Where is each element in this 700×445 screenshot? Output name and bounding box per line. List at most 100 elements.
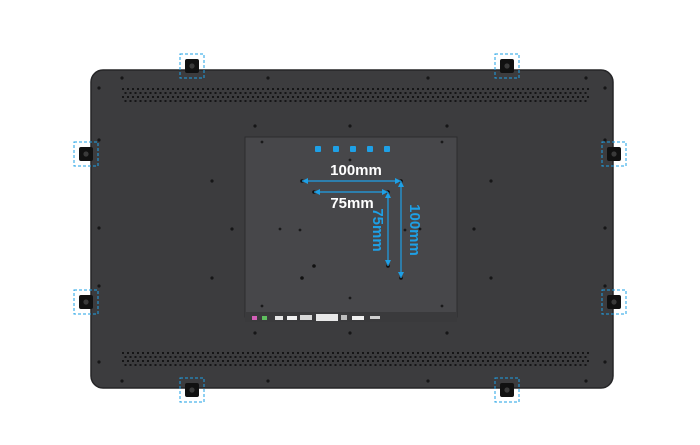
screw-icon bbox=[348, 331, 352, 335]
vent-slot bbox=[319, 100, 322, 102]
vent-slot bbox=[257, 88, 259, 90]
screw-icon bbox=[253, 331, 257, 335]
vent-slot bbox=[292, 96, 294, 98]
vent-slot bbox=[569, 92, 572, 94]
vent-slot bbox=[464, 364, 467, 366]
vent-slot bbox=[334, 356, 337, 358]
vent-slot bbox=[342, 88, 344, 90]
vent-slot bbox=[414, 100, 417, 102]
vent-slot bbox=[444, 364, 447, 366]
vent-slot bbox=[489, 364, 492, 366]
vent-slot bbox=[239, 364, 242, 366]
vent-slot bbox=[219, 356, 222, 358]
vent-slot bbox=[159, 100, 162, 102]
vent-slot bbox=[222, 96, 224, 98]
vent-slot bbox=[472, 352, 474, 354]
vent-slot bbox=[337, 360, 339, 362]
vent-slot bbox=[457, 96, 459, 98]
vent-slot bbox=[132, 96, 134, 98]
vent-slot bbox=[534, 92, 537, 94]
vent-slot bbox=[322, 352, 324, 354]
vent-slot bbox=[167, 360, 169, 362]
vent-slot bbox=[539, 92, 542, 94]
vent-slot bbox=[159, 92, 162, 94]
dim-label-h100: 100mm bbox=[330, 162, 382, 179]
screw-icon bbox=[278, 227, 282, 231]
bracket-outline bbox=[494, 377, 520, 403]
vent-slot bbox=[179, 356, 182, 358]
vent-slot bbox=[494, 100, 497, 102]
dim-label-h75: 75mm bbox=[330, 195, 373, 212]
vent-slot bbox=[444, 92, 447, 94]
vent-slot bbox=[259, 100, 262, 102]
vent-slot bbox=[374, 100, 377, 102]
port-usb-1 bbox=[275, 316, 283, 320]
vent-slot bbox=[347, 360, 349, 362]
vent-slot bbox=[572, 352, 574, 354]
vent-slot bbox=[252, 352, 254, 354]
vent-slot bbox=[164, 356, 167, 358]
vent-slot bbox=[249, 100, 252, 102]
vent-slot bbox=[579, 92, 582, 94]
vent-slot bbox=[432, 96, 434, 98]
vent-slot bbox=[567, 88, 569, 90]
vent-slot bbox=[549, 364, 552, 366]
vent-slot bbox=[527, 96, 529, 98]
vent-slot bbox=[149, 100, 152, 102]
vent-slot bbox=[427, 88, 429, 90]
vent-slot bbox=[354, 356, 357, 358]
vent-slot bbox=[242, 352, 244, 354]
vent-slot bbox=[219, 364, 222, 366]
vent-slot bbox=[154, 100, 157, 102]
vent-slot bbox=[394, 92, 397, 94]
vent-slot bbox=[287, 352, 289, 354]
vent-grid-bottom bbox=[122, 352, 589, 366]
vent-slot bbox=[422, 352, 424, 354]
vent-slot bbox=[334, 92, 337, 94]
vent-slot bbox=[432, 88, 434, 90]
vent-slot bbox=[584, 364, 587, 366]
vent-slot bbox=[549, 100, 552, 102]
vent-slot bbox=[552, 352, 554, 354]
vent-slot bbox=[479, 100, 482, 102]
vent-slot bbox=[332, 88, 334, 90]
vent-slot bbox=[142, 352, 144, 354]
vent-slot bbox=[332, 352, 334, 354]
vent-slot bbox=[404, 100, 407, 102]
vent-slot bbox=[294, 356, 297, 358]
vent-slot bbox=[349, 92, 352, 94]
vent-slot bbox=[137, 88, 139, 90]
vent-slot bbox=[189, 364, 192, 366]
vent-slot bbox=[339, 92, 342, 94]
vent-slot bbox=[342, 96, 344, 98]
vent-slot bbox=[232, 360, 234, 362]
vent-slot bbox=[332, 96, 334, 98]
vent-slot bbox=[192, 88, 194, 90]
vent-slot bbox=[184, 92, 187, 94]
vent-slot bbox=[582, 360, 584, 362]
vent-slot bbox=[492, 88, 494, 90]
vent-slot bbox=[147, 96, 149, 98]
vent-slot bbox=[197, 352, 199, 354]
vent-slot bbox=[469, 92, 472, 94]
vent-slot bbox=[192, 360, 194, 362]
vent-slot bbox=[209, 356, 212, 358]
vent-slot bbox=[424, 364, 427, 366]
vent-slot bbox=[437, 96, 439, 98]
vent-slot bbox=[217, 88, 219, 90]
vent-slot bbox=[362, 352, 364, 354]
arrow-icon bbox=[398, 272, 404, 278]
vent-slot bbox=[157, 352, 159, 354]
vent-slot bbox=[549, 356, 552, 358]
vent-slot bbox=[434, 356, 437, 358]
vent-slot bbox=[407, 352, 409, 354]
screw-icon bbox=[230, 227, 234, 231]
vent-slot bbox=[557, 88, 559, 90]
vent-slot bbox=[234, 100, 237, 102]
vent-slot bbox=[529, 100, 532, 102]
vent-slot bbox=[477, 352, 479, 354]
vent-slot bbox=[427, 352, 429, 354]
vent-slot bbox=[417, 96, 419, 98]
vent-slot bbox=[477, 360, 479, 362]
vent-slot bbox=[267, 96, 269, 98]
